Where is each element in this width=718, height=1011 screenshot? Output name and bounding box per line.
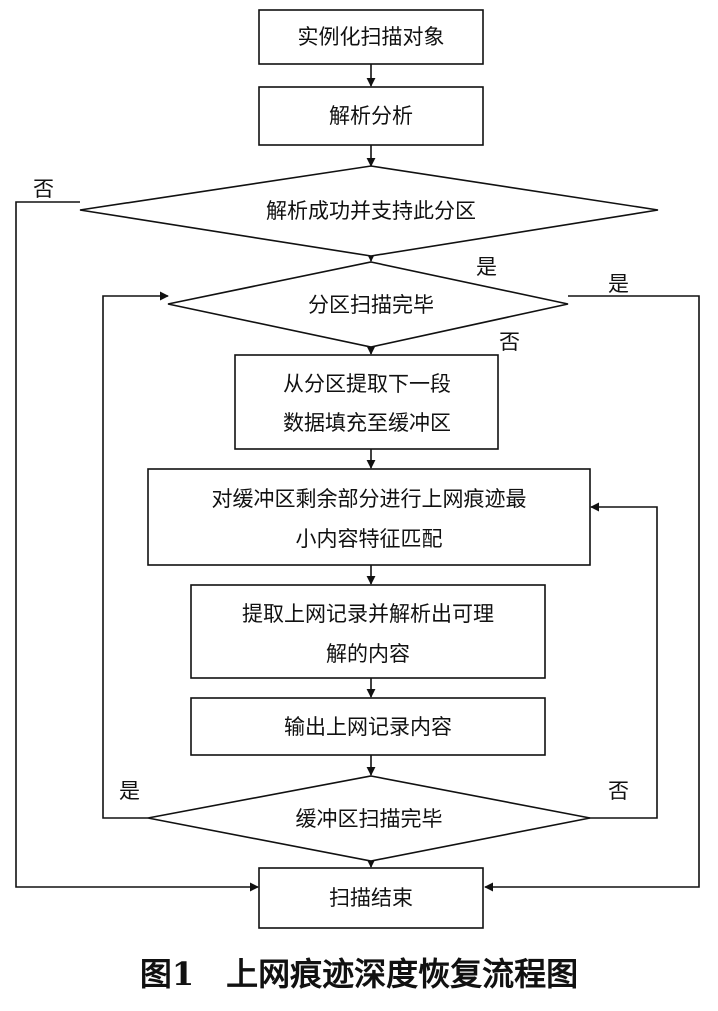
edge-label-parse-success-yes: 是 bbox=[476, 255, 497, 279]
connector-buffer-not-done-to-match bbox=[589, 502, 658, 819]
edge-label-partition-done-yes: 是 bbox=[608, 272, 629, 296]
figure-caption: 图1 上网痕迹深度恢复流程图 bbox=[140, 955, 578, 993]
connector-parse-fail-to-end bbox=[15, 201, 259, 892]
instantiate-label: 实例化扫描对象 bbox=[298, 25, 445, 49]
record-box bbox=[190, 584, 546, 679]
edge-label-buffer-done-yes: 是 bbox=[119, 779, 140, 803]
match-label-line1: 对缓冲区剩余部分进行上网痕迹最 bbox=[212, 487, 527, 511]
edge-label-parse-fail-no: 否 bbox=[33, 177, 54, 201]
record-label-line2: 解的内容 bbox=[326, 642, 410, 666]
output-label: 输出上网记录内容 bbox=[284, 715, 452, 739]
end-label: 扫描结束 bbox=[329, 886, 413, 910]
extract-box bbox=[234, 354, 499, 450]
end-box bbox=[258, 867, 484, 929]
connector-partition-done-to-end bbox=[484, 295, 700, 892]
parse-label: 解析分析 bbox=[329, 104, 413, 128]
instantiate-box bbox=[258, 9, 484, 65]
partition-done-diamond bbox=[167, 261, 569, 348]
parse-box bbox=[258, 86, 484, 146]
record-label-line1: 提取上网记录并解析出可理 bbox=[242, 602, 494, 626]
edge-label-partition-done-no: 否 bbox=[499, 330, 520, 354]
extract-label-line1: 从分区提取下一段 bbox=[283, 372, 451, 396]
match-label-line2: 小内容特征匹配 bbox=[296, 527, 443, 551]
edge-label-buffer-done-no: 否 bbox=[608, 779, 629, 803]
parse-success-diamond bbox=[79, 165, 659, 257]
buffer-done-label: 缓冲区扫描完毕 bbox=[296, 807, 443, 831]
buffer-done-diamond bbox=[147, 775, 591, 862]
output-box bbox=[190, 697, 546, 756]
match-box bbox=[147, 468, 591, 566]
connector-buffer-done-to-partition bbox=[102, 291, 169, 819]
parse-success-label: 解析成功并支持此分区 bbox=[266, 199, 476, 223]
partition-done-label: 分区扫描完毕 bbox=[308, 293, 434, 317]
extract-label-line2: 数据填充至缓冲区 bbox=[283, 411, 451, 435]
